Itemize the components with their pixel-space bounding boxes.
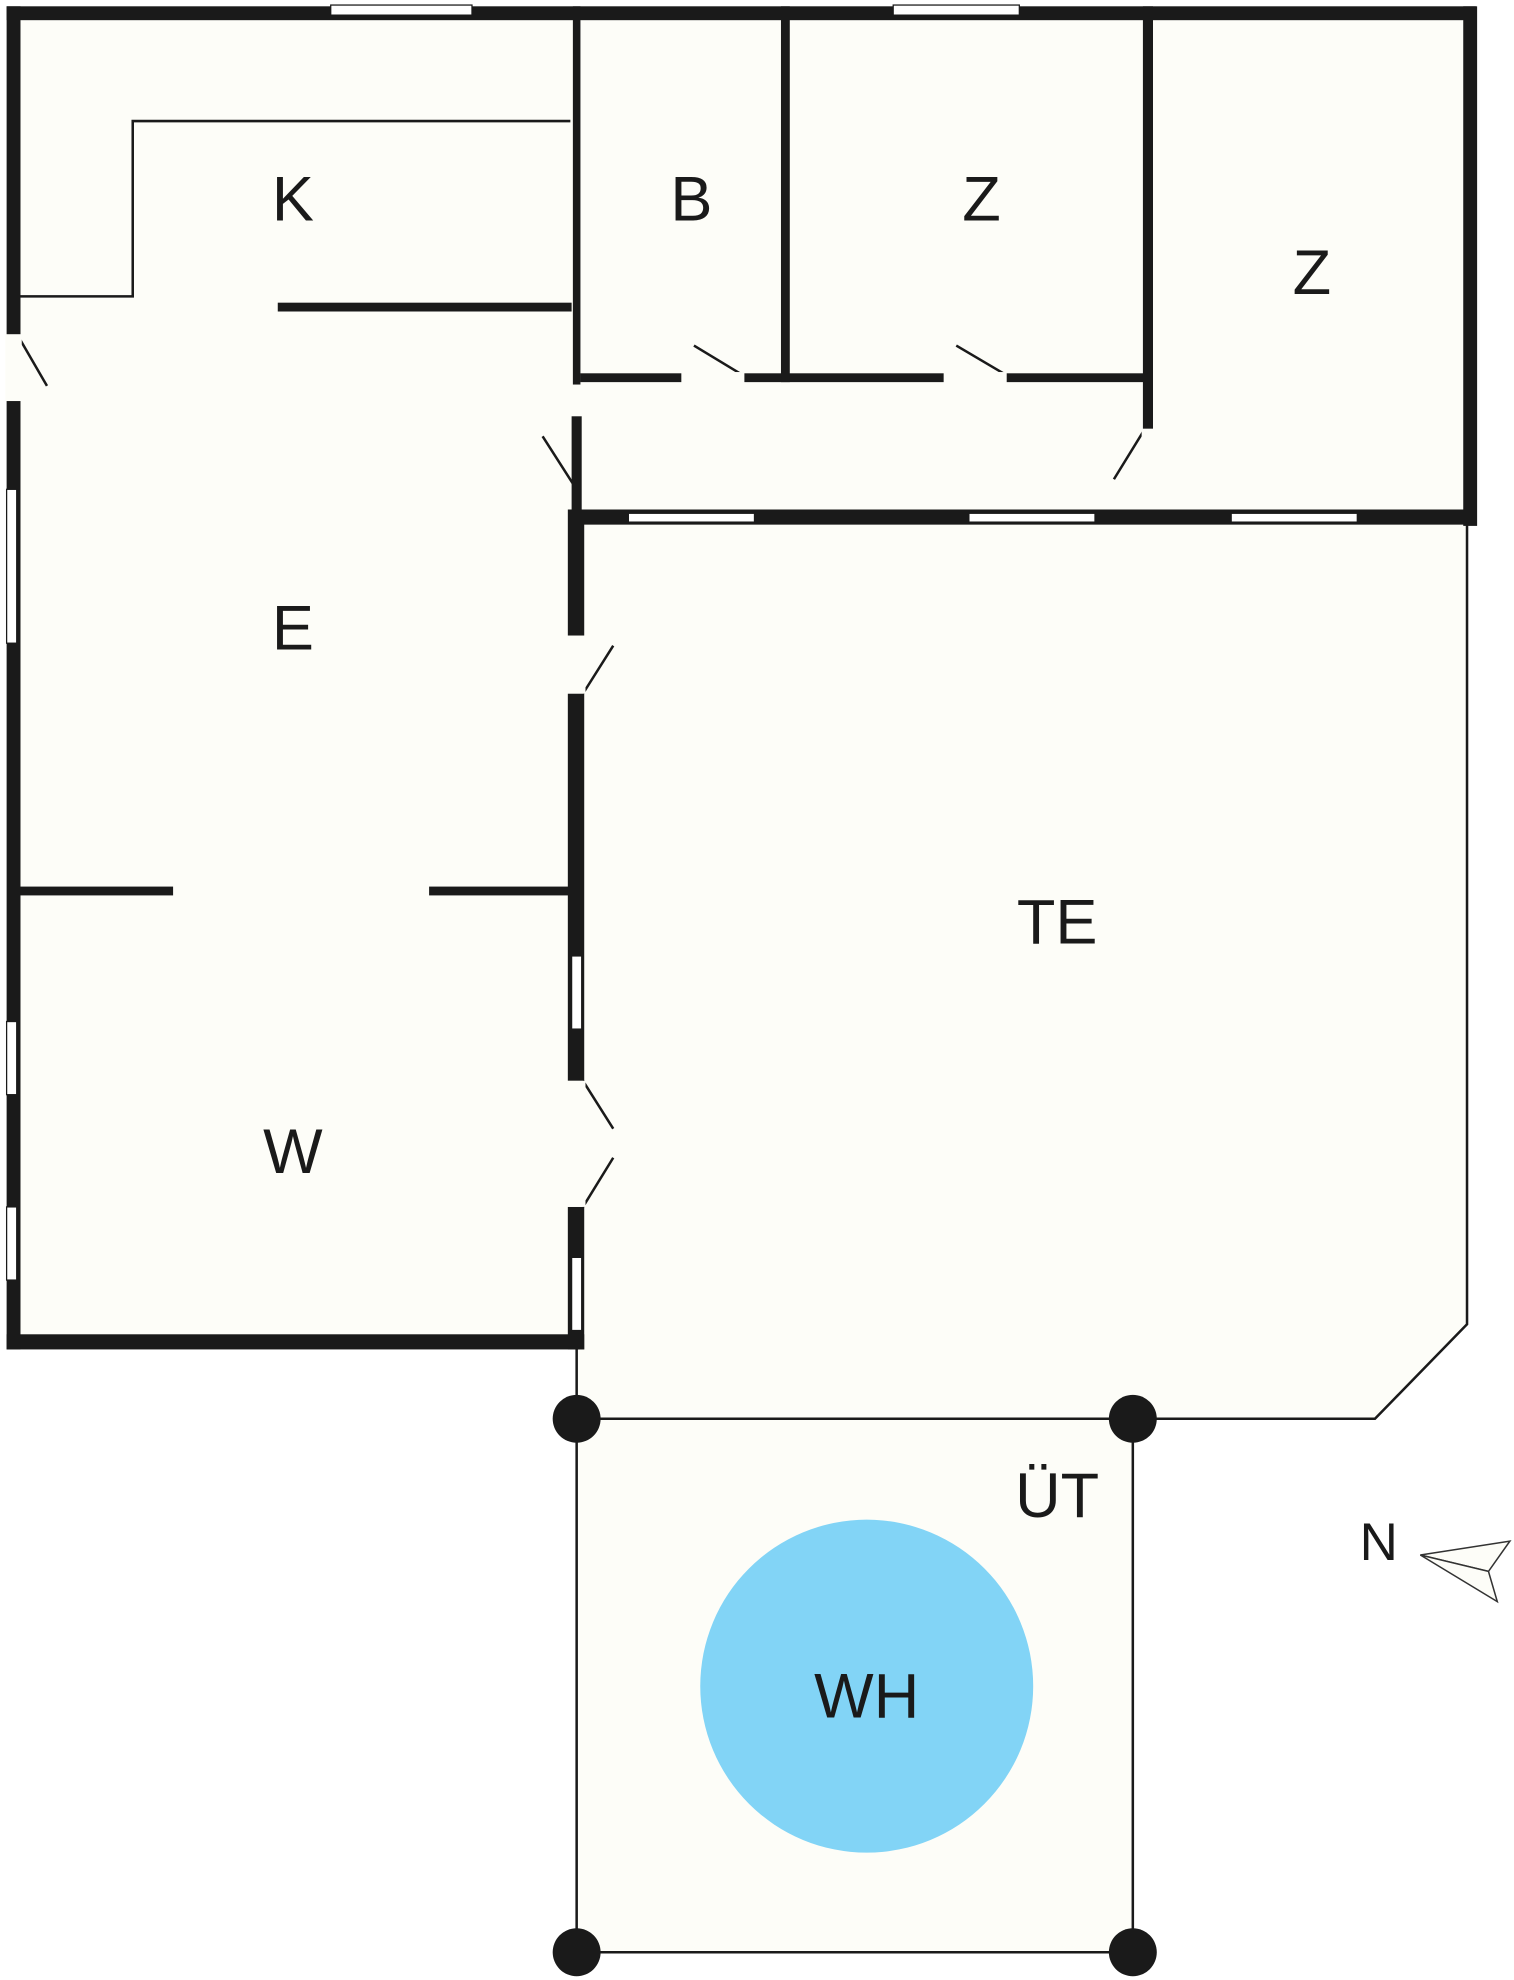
room-label-bedroom-2: Z bbox=[1293, 238, 1332, 308]
room-label-kitchen: K bbox=[272, 165, 314, 235]
whirlpool bbox=[700, 1519, 1034, 1853]
room-label-terrace: TE bbox=[1017, 887, 1098, 957]
room-label-bedroom-1: Z bbox=[962, 165, 1001, 235]
floors bbox=[12, 12, 1470, 1953]
room-label-bathroom: B bbox=[670, 165, 712, 235]
whirlpool-label: WH bbox=[814, 1662, 919, 1732]
thin-lines bbox=[18, 119, 1469, 1954]
posts bbox=[552, 1394, 1157, 1977]
room-label-dining: E bbox=[272, 593, 314, 663]
north-arrow-icon bbox=[1419, 1540, 1512, 1604]
windows bbox=[5, 4, 1358, 1332]
compass-label: N bbox=[1360, 1513, 1398, 1572]
room-label-outdoor: ÜT bbox=[1015, 1461, 1099, 1531]
room-label-living: W bbox=[263, 1117, 323, 1187]
